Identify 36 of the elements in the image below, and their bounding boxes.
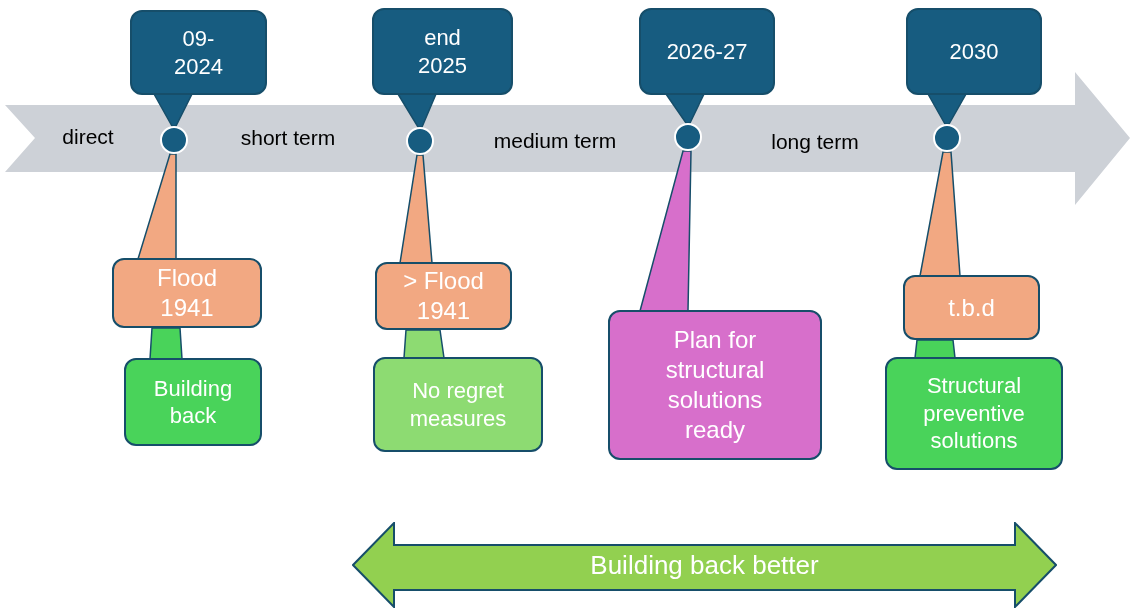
date-callout [130,10,267,95]
callout-text: Building back [153,375,233,428]
callout-pointer [664,93,706,124]
date-callout [372,8,513,95]
callout-pointer [914,339,956,359]
callout-pointer [639,150,692,312]
date-callout [639,8,775,95]
measure-box [885,357,1063,470]
callout-pointer [396,93,438,128]
callout-text: t.b.d [948,293,995,321]
callout-text: > Flood 1941 [403,267,484,324]
callout-text: 2026-27 [666,38,748,64]
callout-text: Plan for structural solutions ready [665,326,765,443]
measure-box [124,358,262,446]
phase-label: direct [62,124,114,150]
date-callout [906,8,1042,95]
span-label: Building back better [590,548,819,582]
phase-label: medium term [493,128,617,154]
callout-pointer [926,93,968,125]
callout-pointer [403,329,445,359]
measure-box [373,357,543,452]
callout-pointer [149,327,183,360]
plan-callout [608,310,822,460]
callout-text: Flood 1941 [156,264,217,321]
callout-pointer [152,93,194,127]
phase-label: long term [771,129,859,155]
flood-callout [903,275,1040,340]
phase-label: short term [240,125,336,151]
callout-pointer [399,154,433,264]
callout-text: 2030 [949,38,999,64]
callout-pointer [919,151,961,277]
callout-text: No regret measures [409,378,507,431]
callout-text: 09- 2024 [174,26,223,79]
callout-text: end 2025 [418,25,467,78]
callout-text: Structural preventive solutions [923,373,1025,454]
callout-pointer [137,153,177,260]
